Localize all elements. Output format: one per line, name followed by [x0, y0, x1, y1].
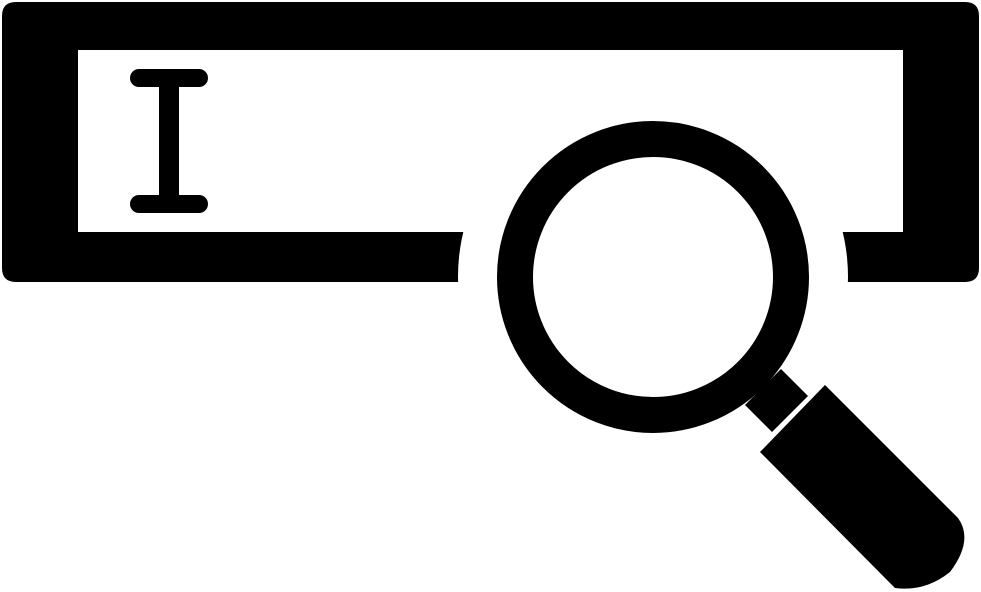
- search-field-icon: [2, 2, 979, 282]
- magnifier-lens-ring: [497, 121, 809, 433]
- magnifying-glass-icon: [497, 121, 965, 589]
- search-field-frame: [2, 2, 979, 282]
- magnifier-handle: [760, 385, 965, 589]
- magnifier-neck: [745, 369, 808, 432]
- text-cursor-icon: [130, 69, 208, 213]
- text-cursor-bottom-serif: [130, 195, 208, 213]
- text-cursor-stem: [159, 78, 179, 204]
